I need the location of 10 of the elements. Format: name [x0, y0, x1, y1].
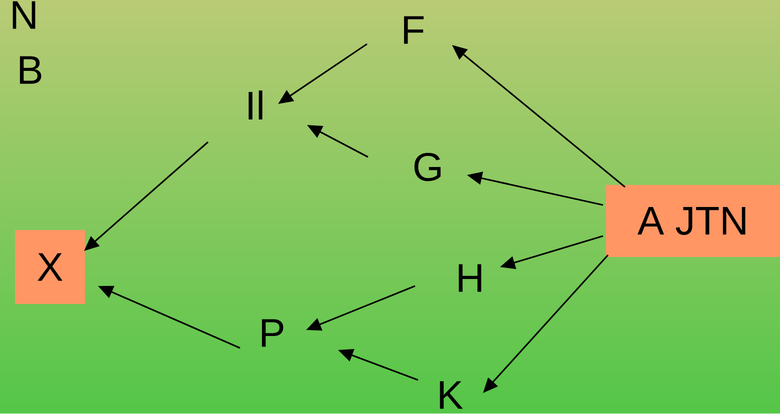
- corner-letter: N: [12, 1, 36, 29]
- node-label: G: [414, 152, 441, 182]
- node-label: H: [458, 264, 482, 292]
- node-box: X: [15, 230, 85, 304]
- node-label: Il: [248, 90, 262, 120]
- corner-letter: B: [20, 56, 42, 84]
- node-label: P: [262, 319, 284, 347]
- node-label: F: [404, 16, 424, 44]
- node-label: K: [440, 381, 463, 409]
- node-box: A JTN: [606, 184, 780, 257]
